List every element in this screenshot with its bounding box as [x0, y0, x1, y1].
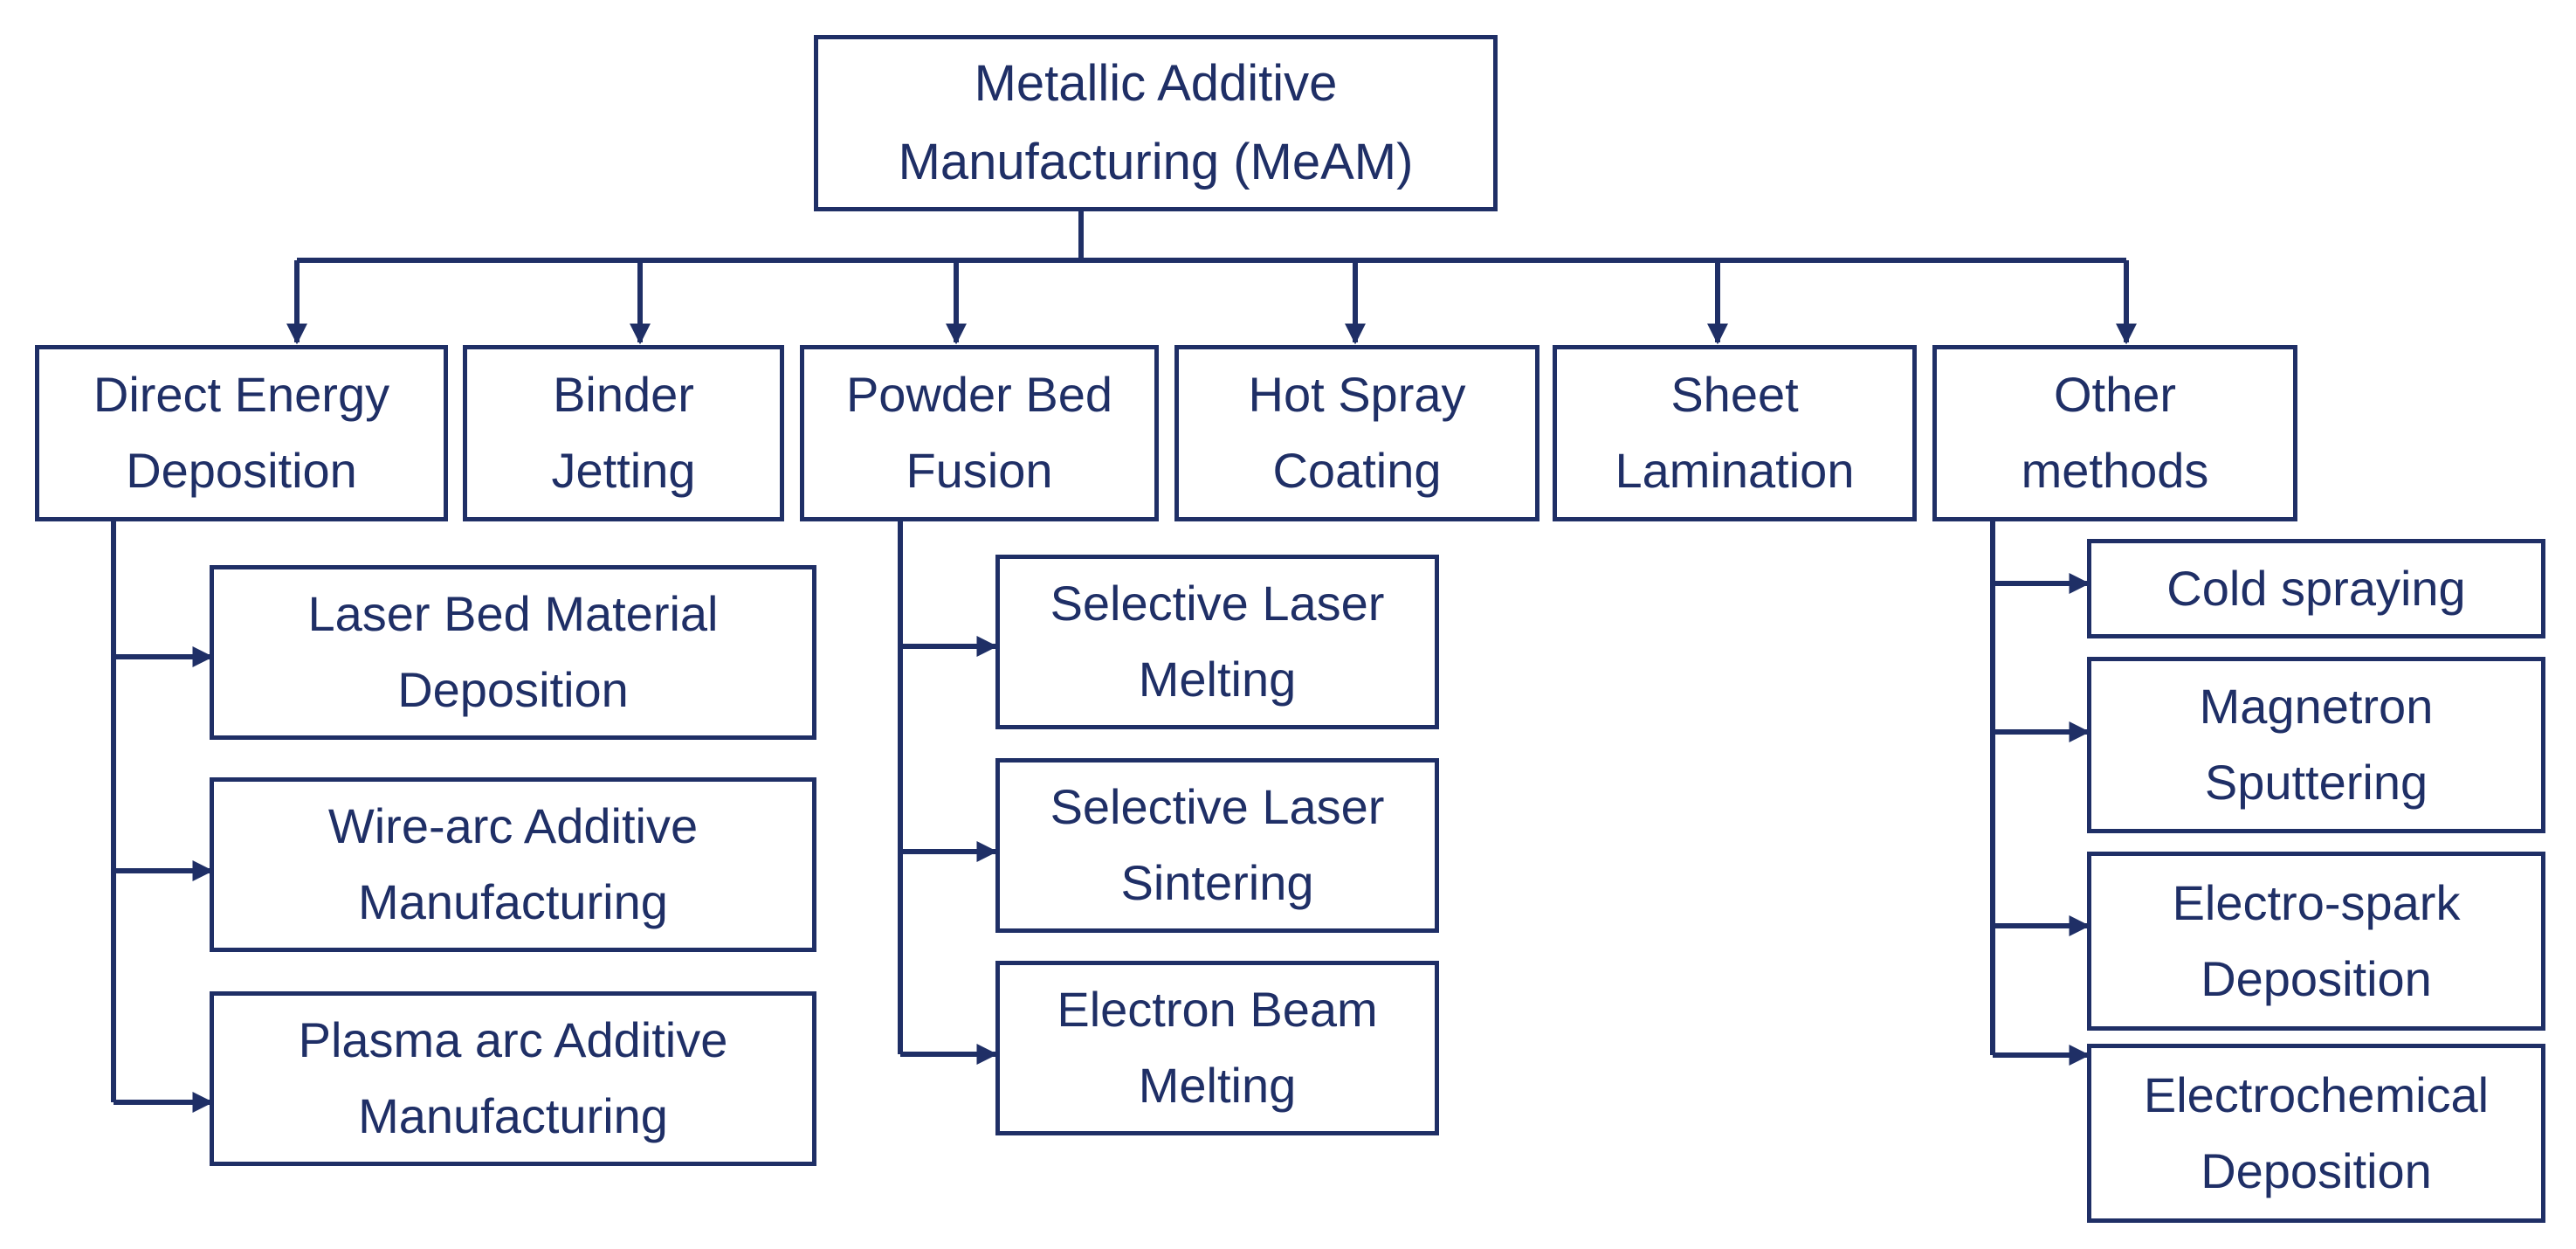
method-cold-spraying: Cold spraying [2087, 539, 2545, 638]
category-powder-bed-fusion: Powder Bed Fusion [800, 345, 1159, 521]
method-wire-arc-additive-manufacturing: Wire-arc Additive Manufacturing [210, 777, 816, 952]
method-selective-laser-sintering: Selective Laser Sintering [995, 758, 1439, 933]
method-selective-laser-melting: Selective Laser Melting [995, 555, 1439, 729]
method-electron-beam-melting: Electron Beam Melting [995, 961, 1439, 1135]
method-laser-bed-material-deposition: Laser Bed Material Deposition [210, 565, 816, 740]
category-other-methods: Other methods [1932, 345, 2297, 521]
method-electrochemical-deposition: Electrochemical Deposition [2087, 1044, 2545, 1223]
category-sheet-lamination: Sheet Lamination [1553, 345, 1917, 521]
category-hot-spray-coating: Hot Spray Coating [1174, 345, 1539, 521]
method-plasma-arc-additive-manufacturing: Plasma arc Additive Manufacturing [210, 991, 816, 1166]
category-binder-jetting: Binder Jetting [463, 345, 784, 521]
method-electro-spark-deposition: Electro-spark Deposition [2087, 852, 2545, 1031]
method-magnetron-sputtering: Magnetron Sputtering [2087, 657, 2545, 833]
root-node-meam: Metallic Additive Manufacturing (MeAM) [814, 35, 1498, 211]
category-direct-energy-deposition: Direct Energy Deposition [35, 345, 448, 521]
